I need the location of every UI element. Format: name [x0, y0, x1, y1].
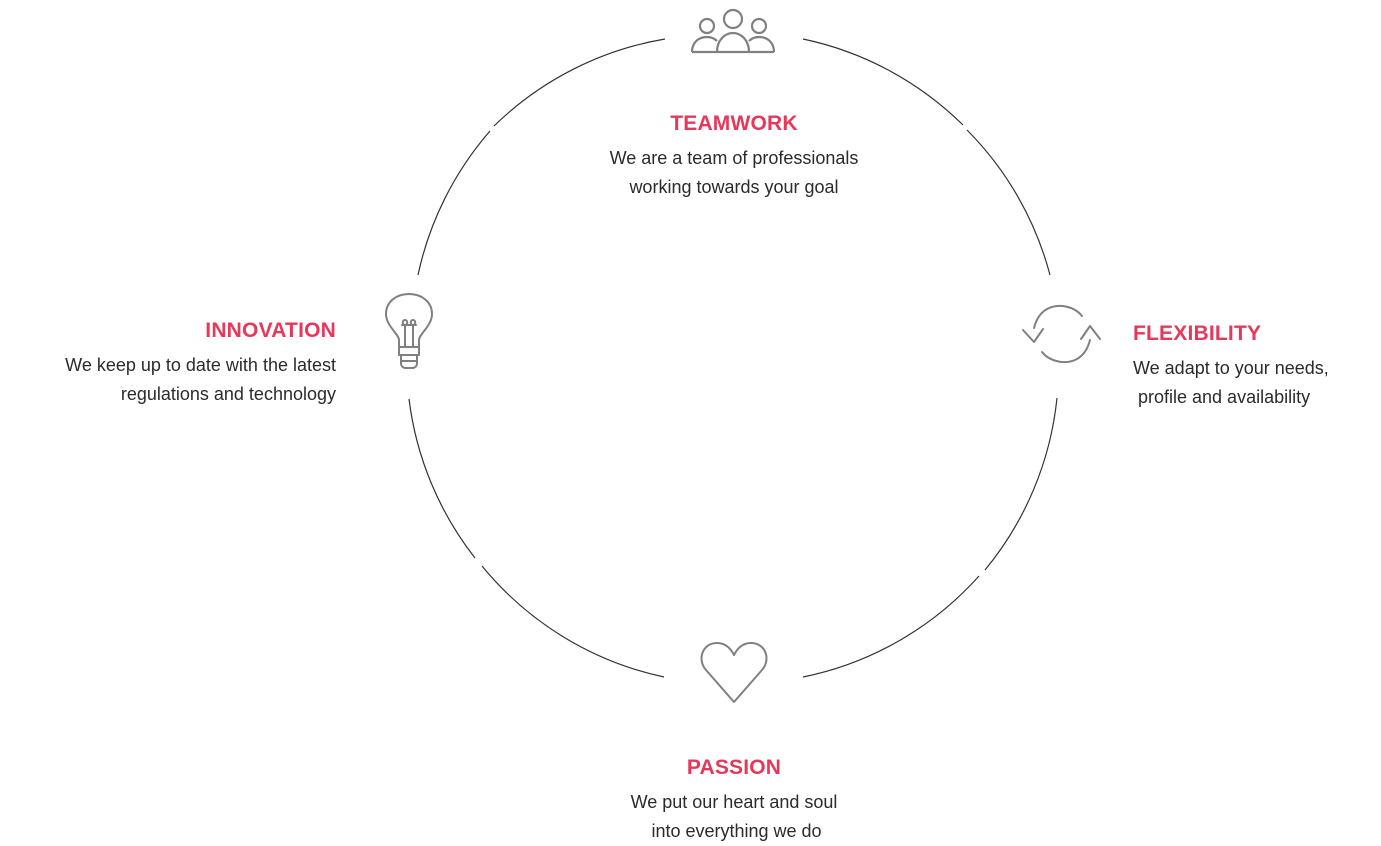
flexibility-text-line-1: We adapt to your needs, — [1133, 358, 1329, 378]
innovation-text-line-2: regulations and technology — [120, 384, 336, 404]
lightbulb-icon — [384, 292, 434, 374]
teamwork-text-line-2: working towards your goal — [629, 177, 839, 197]
flexibility-text-line-2: profile and availability — [1133, 387, 1311, 407]
innovation-text-line-1: We keep up to date with the latest — [65, 355, 336, 375]
passion-title: PASSION — [686, 756, 782, 779]
ring-arc-bottom-left — [481, 565, 665, 678]
flexibility-block: FLEXIBILITY We adapt to your needs, prof… — [1133, 321, 1381, 412]
passion-text-line-2: into everything we do — [646, 821, 822, 841]
ring-arc-upper-right — [966, 129, 1051, 276]
ring-arc-upper-left — [417, 130, 491, 276]
ring-arc-top-left — [493, 38, 666, 127]
ring-arc-lower-right — [984, 397, 1058, 571]
passion-block: PASSION We put our heart and soul into e… — [534, 755, 934, 846]
ring-arc-lower-left — [408, 398, 476, 559]
teamwork-text-line-1: We are a team of professionals — [609, 148, 859, 168]
teamwork-block: TEAMWORK We are a team of professionals … — [534, 111, 934, 202]
teamwork-title: TEAMWORK — [670, 112, 798, 135]
heart-icon — [700, 640, 768, 704]
ring-arc-top-right — [802, 38, 964, 126]
people-group-icon — [690, 8, 776, 56]
innovation-title: INNOVATION — [205, 319, 336, 342]
refresh-cycle-icon — [1020, 302, 1104, 368]
flexibility-title: FLEXIBILITY — [1133, 322, 1262, 345]
ring-arc-bottom-right — [802, 575, 980, 678]
passion-text-line-1: We put our heart and soul — [630, 792, 838, 812]
innovation-block: INNOVATION We keep up to date with the l… — [0, 318, 336, 409]
